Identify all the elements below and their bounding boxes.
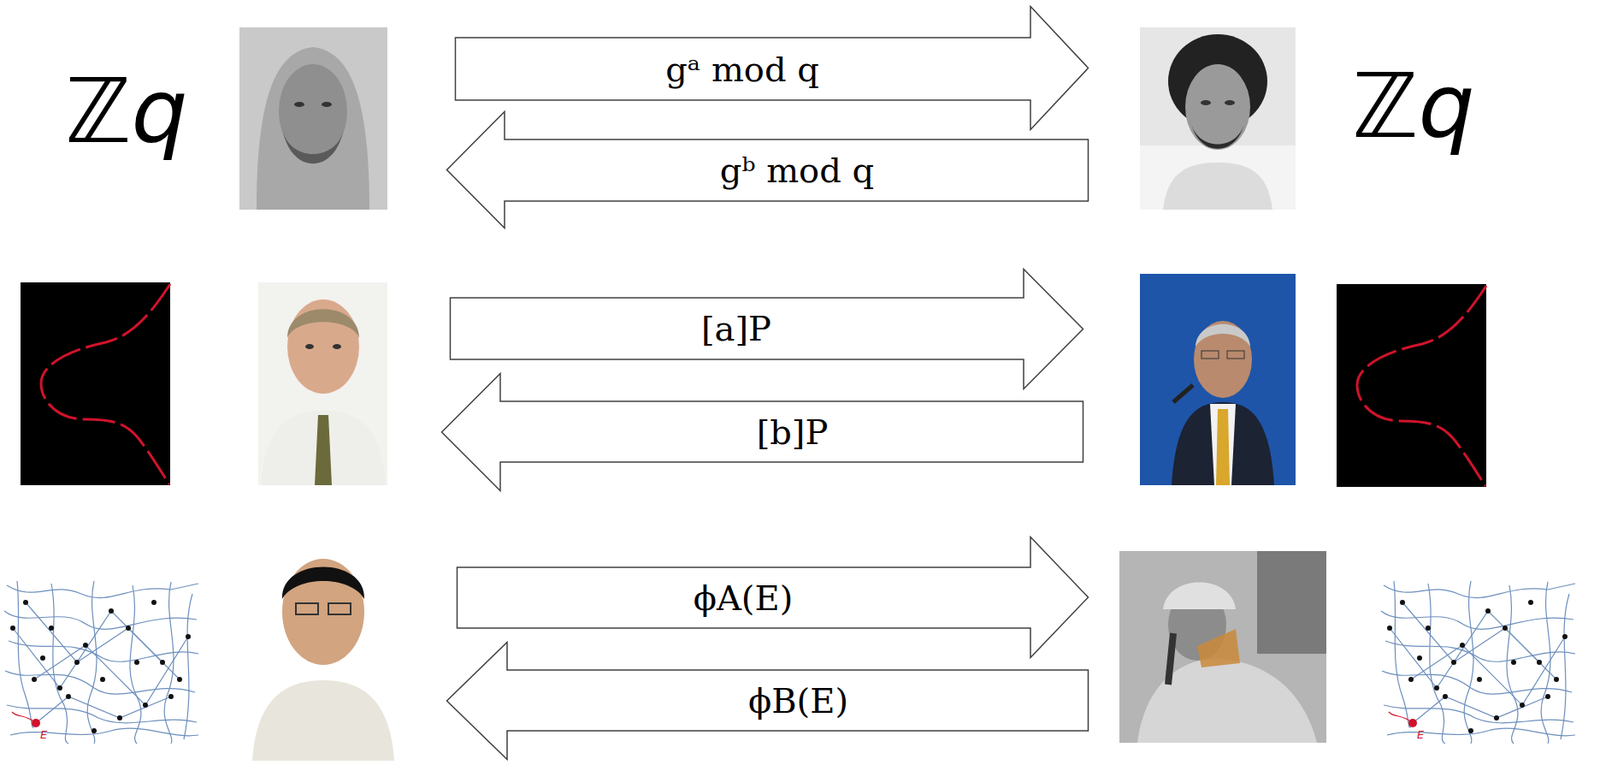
isogeny-graph <box>4 580 199 744</box>
elliptic-curve <box>1336 283 1487 487</box>
block-arrow: gᵃ mod q <box>454 5 1090 131</box>
block-arrow: [a]P <box>448 267 1085 390</box>
curve-label: E <box>40 728 48 740</box>
arrow-text-area: gᵇ mod q <box>504 139 1090 201</box>
elliptic-curve <box>20 282 171 485</box>
arrow-text-area: [a]P <box>448 297 1024 360</box>
arrow-text-area: gᵃ mod q <box>454 37 1031 101</box>
block-arrow: gᵇ mod q <box>445 110 1090 230</box>
message-label: [b]P <box>756 412 829 452</box>
message-label: gᵃ mod q <box>665 49 820 89</box>
portrait-photo <box>1139 27 1296 210</box>
arrow-text-area: [b]P <box>500 401 1085 462</box>
portrait-photo <box>239 27 388 210</box>
message-label: ϕA(E) <box>693 578 794 618</box>
message-label: ϕB(E) <box>748 680 849 721</box>
block-arrow: ϕB(E) <box>445 640 1090 761</box>
message-label: gᵇ mod q <box>720 150 874 190</box>
portrait-photo <box>1119 550 1327 743</box>
set-symbol: ℤq <box>64 66 188 156</box>
portrait-photo <box>1139 273 1296 485</box>
block-arrow: [b]P <box>440 371 1085 492</box>
portrait-photo <box>244 545 403 761</box>
message-label: [a]P <box>701 308 772 349</box>
portrait-photo <box>258 282 388 485</box>
arrow-text-area: ϕA(E) <box>455 566 1031 628</box>
block-arrow: ϕA(E) <box>455 535 1090 659</box>
set-symbol: ℤq <box>1352 61 1475 151</box>
curve-label: E <box>1416 728 1424 740</box>
isogeny-graph <box>1381 580 1576 744</box>
arrow-text-area: ϕB(E) <box>507 669 1090 731</box>
